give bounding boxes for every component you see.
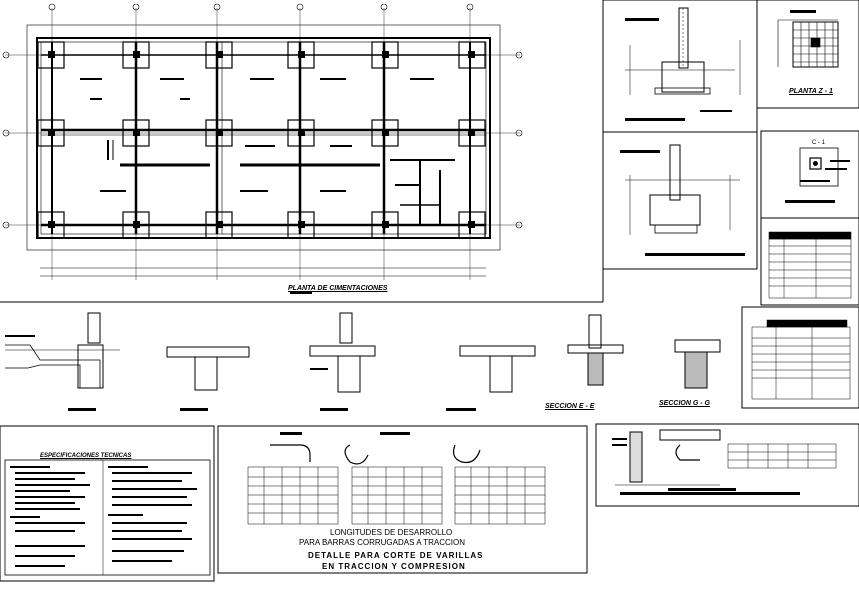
detail-title-line1: DETALLE PARA CORTE DE VARILLAS — [308, 551, 484, 560]
column-c1-label: C - 1 — [812, 140, 826, 146]
foundation-plan-title: PLANTA DE CIMENTACIONES — [288, 285, 388, 292]
plan-z1-title: PLANTA Z - 1 — [789, 88, 833, 95]
splice-detail — [612, 429, 837, 495]
sections-row — [5, 312, 721, 411]
section-e-title: SECCION E - E — [545, 403, 595, 410]
column-c1 — [785, 147, 850, 203]
detail-title-line2: EN TRACCION Y COMPRESION — [322, 562, 466, 571]
plan-z1 — [777, 10, 839, 68]
lengths-title-line2: PARA BARRAS CORRUGADAS A TRACCION — [299, 538, 465, 547]
specs-title: ESPECIFICACIONES TECNICAS — [40, 453, 132, 459]
table-bars-2 — [751, 319, 851, 400]
table-bars-1 — [768, 231, 852, 299]
foundation-plan — [2, 3, 523, 294]
specs-panel — [4, 459, 211, 576]
lengths-tables — [247, 432, 546, 525]
footing-section-1 — [625, 7, 741, 121]
section-g-title: SECCION G - G — [659, 400, 710, 407]
footing-section-2 — [620, 144, 745, 256]
lengths-title-line1: LONGITUDES DE DESARROLLO — [330, 528, 453, 537]
